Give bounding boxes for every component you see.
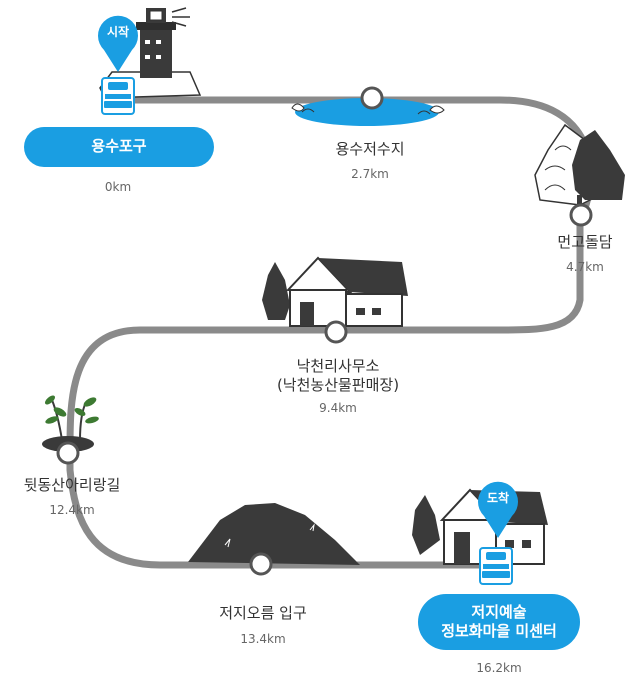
station-distance: 0km: [104, 180, 132, 194]
station-label: 용수저수지: [335, 140, 405, 158]
station-marker: [324, 320, 348, 344]
station-subname: (낙천농산물판매장): [276, 375, 400, 394]
station-start-label: 용수포구: [24, 127, 214, 167]
house-icon: [412, 488, 548, 565]
pin-icon: 시작: [98, 15, 138, 72]
station-distance: 13.4km: [240, 632, 286, 646]
end-badge: 도착: [487, 490, 509, 505]
station-marker: [569, 203, 593, 227]
station-label: 저지오름 입구: [219, 604, 307, 622]
station-distance: 16.2km: [476, 661, 522, 675]
station-label: 먼고돌담: [557, 233, 613, 251]
stamp-icon: [101, 77, 135, 115]
station-marker: [249, 552, 273, 576]
reservoir-icon: [291, 98, 445, 126]
station-distance: 9.4km: [319, 401, 357, 415]
station-marker: [56, 441, 80, 465]
station-label: 낙천리사무소 (낙천농산물판매장): [277, 357, 399, 395]
station-distance: 12.4km: [49, 503, 95, 517]
station-end-label: 저지예술 정보화마을 미센터: [418, 594, 580, 650]
stamp-icon: [479, 547, 513, 585]
station-name: 낙천리사무소: [296, 357, 380, 375]
house-icon: [262, 256, 408, 327]
oreum-icon: [188, 503, 360, 565]
start-badge: 시작: [107, 24, 129, 39]
trees-icon: [534, 123, 625, 210]
station-distance: 2.7km: [351, 167, 389, 181]
station-label: 뒷동산아리랑길: [23, 476, 121, 494]
station-marker: [360, 86, 384, 110]
pin-icon: 도착: [478, 481, 518, 538]
station-distance: 4.7km: [566, 260, 604, 274]
